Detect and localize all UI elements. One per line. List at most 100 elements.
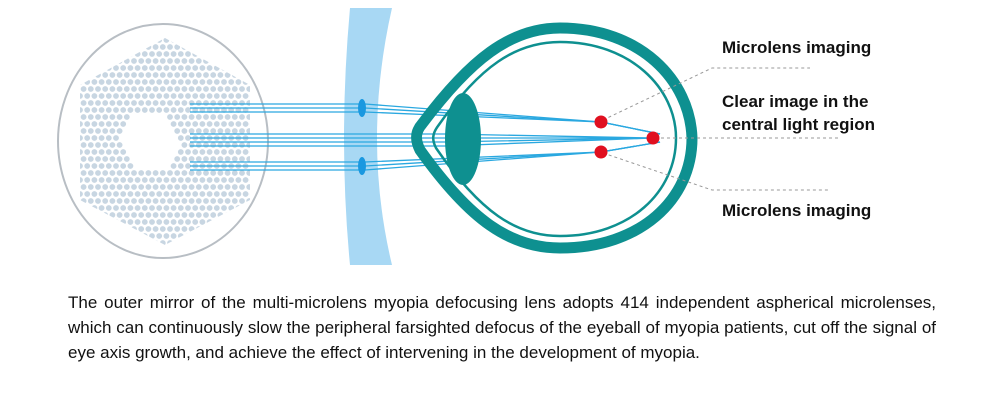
microlens-dot <box>185 51 191 57</box>
microlens-dot <box>127 107 134 113</box>
microlens-dot <box>156 79 163 85</box>
microlens-dot <box>127 219 134 225</box>
microlens-dot <box>231 128 238 134</box>
microlens-dot <box>185 163 191 169</box>
microlens-dot <box>188 100 195 106</box>
microlens-dot <box>185 65 191 71</box>
microlens-dot <box>163 38 170 43</box>
microlens-dot <box>80 121 83 127</box>
microlens-dot <box>210 44 217 50</box>
microlens-dot <box>170 65 177 71</box>
microlens-dot <box>174 184 181 190</box>
label-clear-image-line2: central light region <box>722 115 876 134</box>
microlens-dot <box>159 100 166 106</box>
microlens-dot <box>185 107 191 113</box>
microlens-dot <box>167 240 173 245</box>
microlens-dot <box>109 212 116 218</box>
microlens-dot <box>141 177 148 183</box>
microlens-dot <box>246 240 250 245</box>
microlens-dot <box>116 72 123 78</box>
microlens-dot <box>152 212 159 218</box>
microlens-dot <box>228 219 235 225</box>
microlens-dot <box>116 100 123 106</box>
microlens-dot <box>206 51 213 57</box>
microlens-dot <box>105 233 112 239</box>
microlens-dot <box>221 38 227 43</box>
microlens-dot <box>156 177 163 183</box>
microlens-dot <box>213 79 220 85</box>
microlens-dot <box>195 114 202 120</box>
microlens-dot <box>123 58 130 64</box>
microlens-dot <box>113 107 119 113</box>
microlens-dot <box>192 191 199 197</box>
microlens-dot <box>249 177 250 183</box>
microlens-dot <box>185 149 191 155</box>
microlens-dot <box>138 184 145 190</box>
microlens-dot <box>242 79 249 85</box>
microlens-dot <box>224 142 231 148</box>
microlens-dot <box>102 142 109 148</box>
microlens-dot <box>181 58 188 64</box>
microlens-dot <box>231 142 238 148</box>
microlens-dot <box>246 156 250 162</box>
light-ray <box>190 111 661 135</box>
microlens-dot <box>105 191 112 197</box>
microlens-dot <box>231 44 238 50</box>
microlens-dot <box>123 198 130 204</box>
microlens-dot <box>131 212 137 218</box>
microlens-dot <box>210 184 217 190</box>
microlens-dot <box>210 170 217 176</box>
microlens-dot <box>156 38 163 43</box>
microlens-dot <box>113 149 119 155</box>
microlens-dot <box>235 205 242 211</box>
microlens-dot <box>217 58 224 64</box>
microlens-dot <box>199 177 206 183</box>
microlens-dot <box>199 205 206 211</box>
label-microlens-imaging-bottom: Microlens imaging <box>722 201 872 220</box>
microlens-dot <box>224 100 231 106</box>
microlens-dot <box>213 149 220 155</box>
microlens-dot <box>102 128 109 134</box>
microlens-dot <box>141 79 148 85</box>
microlens-dot <box>206 79 213 85</box>
microlens-dot <box>123 114 130 120</box>
microlens-dot <box>210 212 217 218</box>
microlens-dot <box>174 226 181 232</box>
microlens-dot <box>109 142 116 148</box>
microlens-dot <box>95 156 101 162</box>
microlens-dot <box>235 177 242 183</box>
microlens-dot <box>145 184 152 190</box>
microlens-dot <box>84 51 91 57</box>
microlens-dot <box>177 65 184 71</box>
microlens-dot <box>221 177 227 183</box>
microlens-dot <box>102 156 109 162</box>
microlens-dot <box>138 58 145 64</box>
microlens-dot <box>174 128 181 134</box>
microlens-dot <box>98 177 105 183</box>
microlens-dot <box>138 212 145 218</box>
microlens-dot <box>217 128 224 134</box>
microlens-dot <box>152 198 159 204</box>
microlens-dot <box>249 65 250 71</box>
microlens-dot <box>113 233 119 239</box>
microlens-dot <box>87 114 94 120</box>
lens-cross-section <box>344 8 392 265</box>
microlens-dot <box>181 72 188 78</box>
microlens-dot <box>134 219 141 225</box>
microlens-dot <box>105 163 112 169</box>
microlens-dot <box>102 86 109 92</box>
microlens-dot <box>159 72 166 78</box>
microlens-dot <box>163 93 170 99</box>
microlens-dot <box>98 135 105 141</box>
microlens-dot <box>113 177 119 183</box>
microlens-dot <box>231 72 238 78</box>
microlens-dot <box>206 191 213 197</box>
microlens-dot <box>224 58 231 64</box>
microlens-dot <box>152 86 159 92</box>
microlens-dot <box>127 163 134 169</box>
microlens-dot <box>235 79 242 85</box>
microlens-dot <box>80 142 87 148</box>
microlens-dot <box>217 156 224 162</box>
microlens-dot <box>113 191 119 197</box>
microlens-dot <box>188 156 195 162</box>
